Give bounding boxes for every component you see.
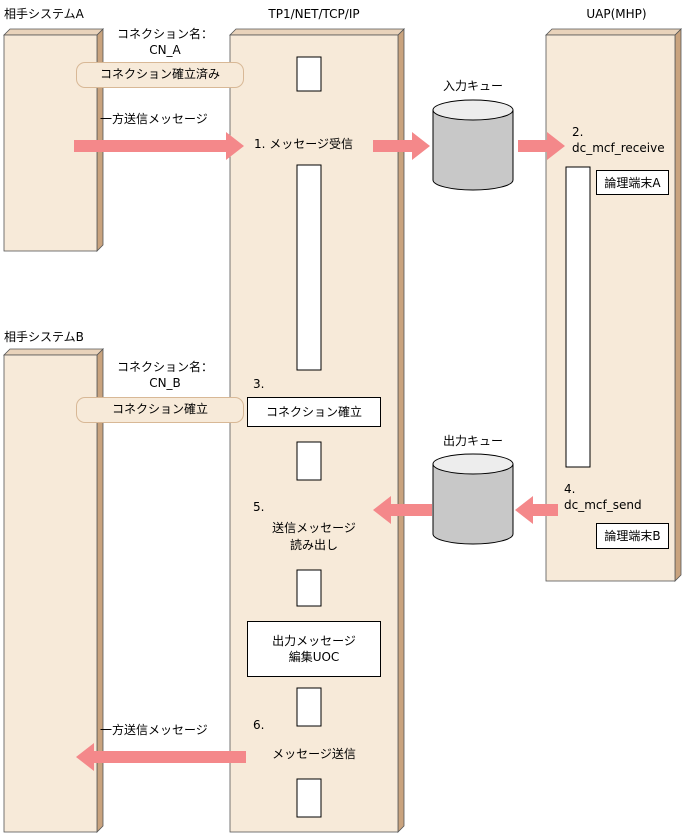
logical-terminal-a: 論理端末A: [596, 170, 669, 195]
step-1-label: 1. メッセージ受信: [254, 137, 354, 151]
step-2-number: 2.: [572, 125, 584, 139]
arrow-oneway-in: [74, 132, 244, 160]
step-2-function: dc_mcf_receive: [572, 141, 665, 155]
arrow-uap-to-output-queue: [515, 496, 558, 524]
arrow-to-input-queue: [373, 132, 430, 160]
tp1-activation-bar: [296, 687, 322, 727]
connection-b-name: CN_B: [149, 376, 181, 390]
system-b-lane: [3, 348, 104, 833]
output-queue-label: 出力キュー: [442, 434, 503, 448]
step-4-number: 4.: [564, 482, 576, 496]
step-5-line1: 送信メッセージ: [272, 521, 356, 535]
step-3-number: 3.: [253, 377, 265, 391]
oneway-message-out-label: 一方送信メッセージ: [100, 723, 208, 737]
tp1-activation-bar: [296, 164, 322, 371]
arrow-output-queue-to-tp1: [373, 496, 432, 524]
system-b-title: 相手システムB: [4, 330, 84, 344]
arrow-input-queue-to-uap: [518, 132, 565, 160]
connection-a-label: コネクション名：: [116, 27, 213, 41]
connection-b-status-scroll: コネクション確立: [76, 397, 244, 423]
output-queue-cylinder: [432, 453, 514, 545]
tp1-activation-bar: [296, 569, 322, 607]
connection-a-status-scroll: コネクション確立済み: [76, 62, 244, 88]
output-message-uoc-box: 出力メッセージ 編集UOC: [247, 621, 381, 677]
arrow-oneway-out: [76, 743, 246, 771]
connection-b-label: コネクション名：: [116, 360, 213, 374]
input-queue-cylinder: [432, 99, 514, 191]
step-5-number: 5.: [253, 500, 265, 514]
step-5-line2: 読み出し: [289, 538, 338, 552]
input-queue-label: 入力キュー: [442, 79, 503, 93]
tp1-activation-bar: [296, 778, 322, 818]
uoc-line1: 出力メッセージ: [272, 634, 356, 648]
tp1-title: TP1/NET/TCP/IP: [268, 7, 360, 21]
uoc-line2: 編集UOC: [288, 650, 340, 664]
connection-establish-box: コネクション確立: [247, 397, 381, 427]
tp1-activation-bar: [296, 441, 322, 481]
uap-title: UAP(MHP): [586, 7, 647, 21]
connection-a-name: CN_A: [149, 43, 181, 57]
step-6-label: メッセージ送信: [272, 747, 356, 761]
oneway-message-in-label: 一方送信メッセージ: [100, 112, 208, 126]
logical-terminal-b: 論理端末B: [596, 523, 669, 549]
uap-activation-bar: [565, 166, 591, 468]
system-a-title: 相手システムA: [4, 7, 84, 21]
step-6-number: 6.: [253, 718, 265, 732]
tp1-activation-bar: [296, 56, 322, 92]
step-4-function: dc_mcf_send: [564, 498, 642, 512]
